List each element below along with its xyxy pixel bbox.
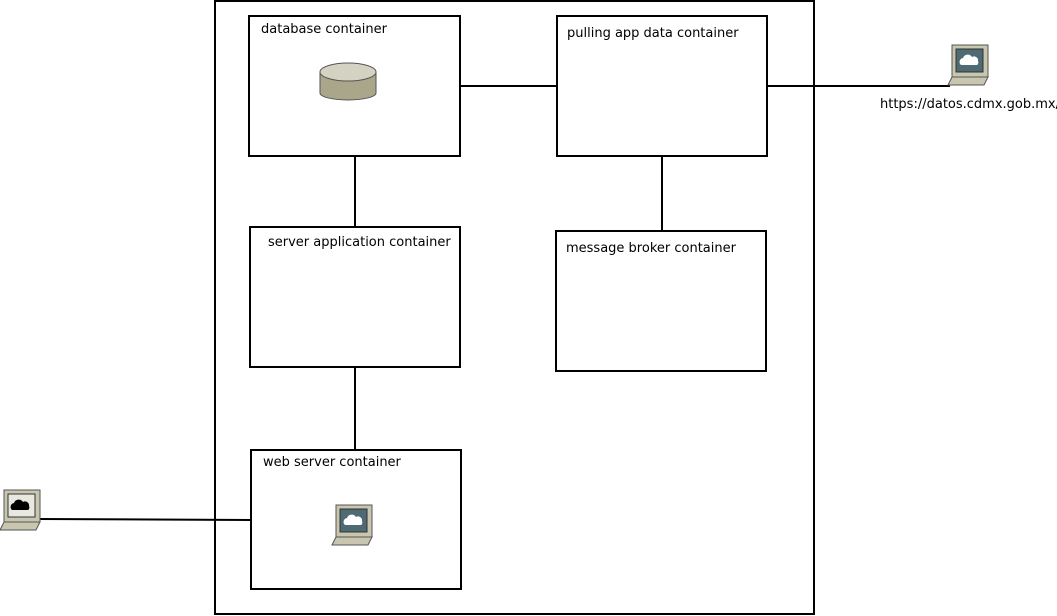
message-broker-container-box [555,230,767,372]
database-cylinder-icon [319,62,377,101]
external-computer-icon [947,44,989,86]
pulling-app-data-container[interactable]: pulling app data container [556,15,768,157]
system-boundary [214,0,815,615]
pulling-container-label: pulling app data container [567,26,739,41]
external-data-source-label: https://datos.cdmx.gob.mx/ [880,97,1057,112]
database-container-label: database container [261,22,388,37]
client-computer[interactable] [0,489,41,531]
pulling-container-box [556,15,768,157]
message-broker-container-label: message broker container [566,241,737,256]
client-computer-icon [0,489,41,531]
web-server-container-label: web server container [263,455,402,470]
web-server-container[interactable]: web server container [250,449,462,590]
connector-client-web [37,518,252,521]
server-app-container-label: server application container [268,235,451,250]
server-application-container[interactable]: server application container [249,226,461,368]
server-app-container-box [249,226,461,368]
message-broker-container[interactable]: message broker container [555,230,767,372]
external-data-source[interactable]: https://datos.cdmx.gob.mx/ [880,44,1057,112]
web-server-computer-icon [331,504,373,546]
database-container[interactable]: database container [248,15,461,157]
